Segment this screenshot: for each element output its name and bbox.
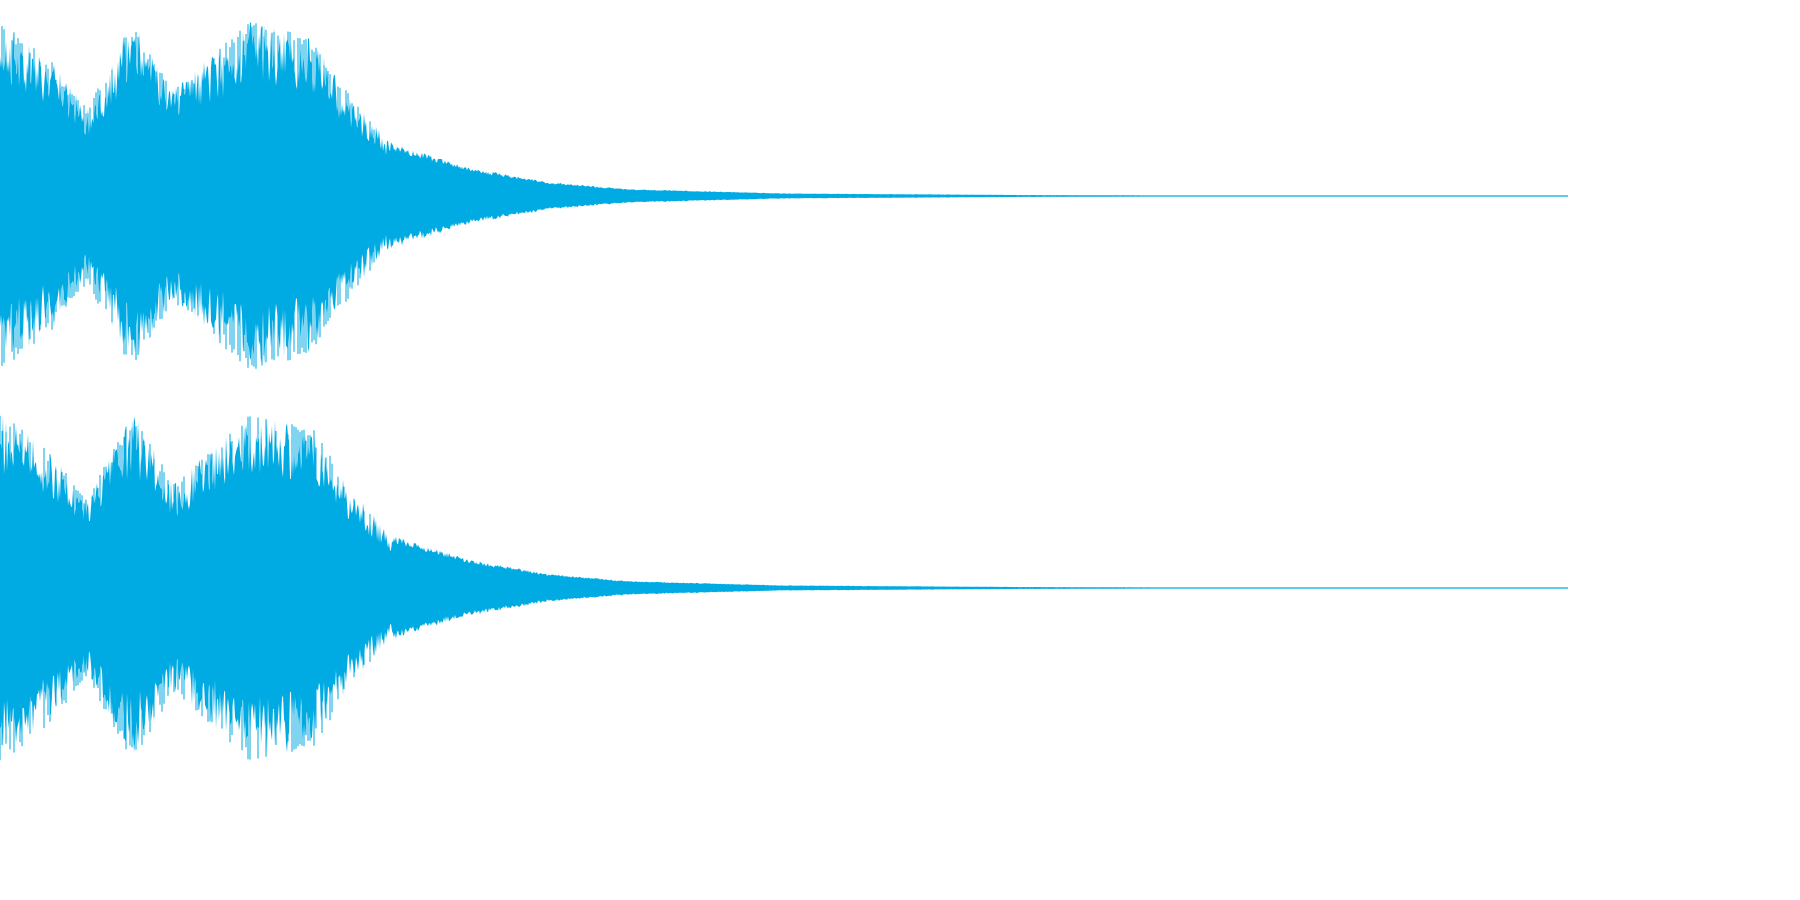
channel-right-waveform <box>0 413 1568 761</box>
waveform-body <box>0 413 1568 754</box>
waveform-body <box>0 22 1568 365</box>
waveform-display <box>0 22 1568 761</box>
waveform-canvas <box>0 22 1568 761</box>
channel-left-waveform <box>0 22 1568 369</box>
